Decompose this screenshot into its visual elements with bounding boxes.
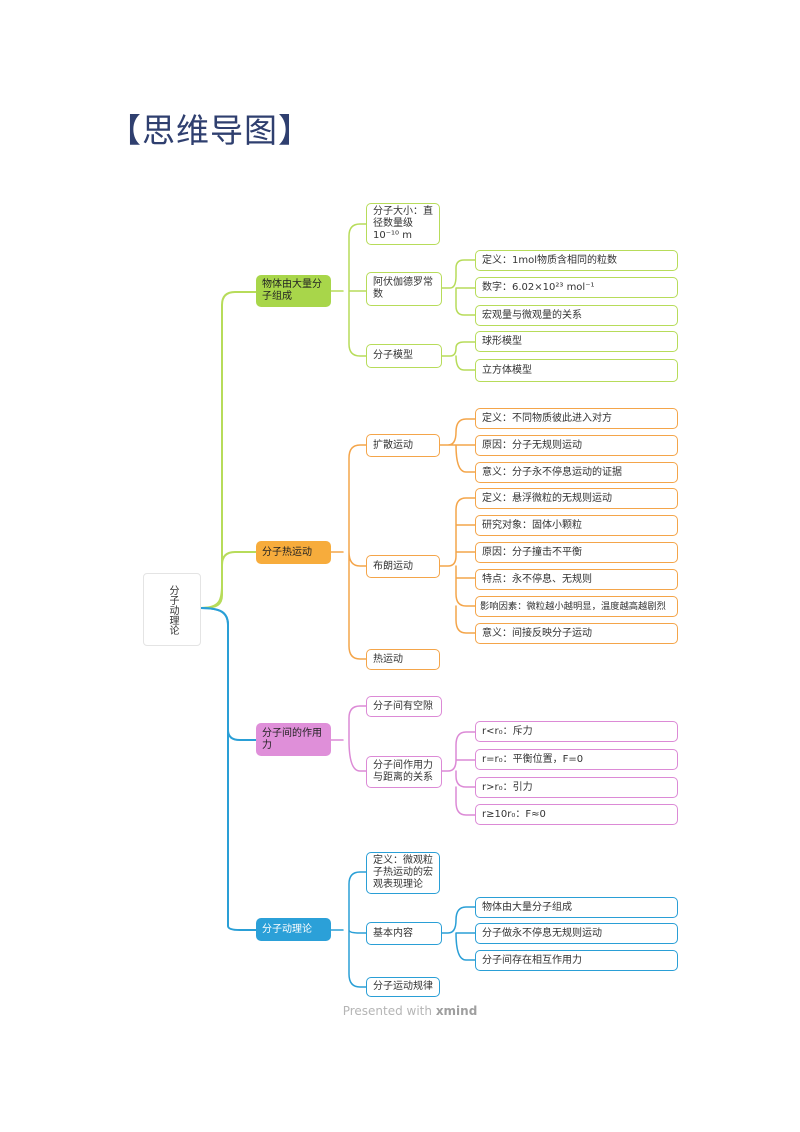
node-diffusion-meaning[interactable]: 意义：分子永不停息运动的证据 (475, 462, 678, 483)
node-content-composition[interactable]: 物体由大量分子组成 (475, 897, 678, 918)
node-brownian-feature[interactable]: 特点：永不停息、无规则 (475, 569, 678, 590)
node-avogadro-number[interactable]: 数字：6.02×10²³ mol⁻¹ (475, 277, 678, 298)
node-brownian-object[interactable]: 研究对象：固体小颗粒 (475, 515, 678, 536)
node-sphere-model[interactable]: 球形模型 (475, 331, 678, 352)
branch-molecules-composition[interactable]: 物体由大量分子组成 (256, 275, 331, 307)
watermark-brand: xmind (435, 1004, 478, 1018)
node-brownian[interactable]: 布朗运动 (366, 555, 440, 578)
node-brownian-factors[interactable]: 影响因素：微粒越小越明显，温度越高越剧烈 (475, 596, 678, 617)
node-content-motion[interactable]: 分子做永不停息无规则运动 (475, 923, 678, 944)
node-thermal[interactable]: 热运动 (366, 649, 440, 670)
branch-intermolecular-force[interactable]: 分子间的作用力 (256, 723, 331, 756)
node-force-repulsion[interactable]: r<r₀：斥力 (475, 721, 678, 742)
branch-thermal-motion[interactable]: 分子热运动 (256, 541, 331, 564)
root-node[interactable]: 分子动理论 (143, 573, 201, 646)
branch-kinetic-theory[interactable]: 分子动理论 (256, 918, 331, 941)
node-content-force[interactable]: 分子间存在相互作用力 (475, 950, 678, 971)
node-molecule-model[interactable]: 分子模型 (366, 344, 442, 368)
node-motion-law[interactable]: 分子运动规律 (366, 977, 440, 997)
watermark: Presented with xmind (342, 1004, 478, 1018)
node-force-attraction[interactable]: r>r₀：引力 (475, 777, 678, 798)
node-diffusion[interactable]: 扩散运动 (366, 434, 440, 457)
node-avogadro-definition[interactable]: 定义：1mol物质含相同的粒数 (475, 250, 678, 271)
node-theory-definition[interactable]: 定义：微观粒子热运动的宏观表现理论 (366, 852, 440, 894)
node-avogadro[interactable]: 阿伏伽德罗常数 (366, 272, 442, 306)
node-cube-model[interactable]: 立方体模型 (475, 359, 678, 382)
node-brownian-cause[interactable]: 原因：分子撞击不平衡 (475, 542, 678, 563)
node-diffusion-cause[interactable]: 原因：分子无规则运动 (475, 435, 678, 456)
node-force-balance[interactable]: r=r₀：平衡位置，F=0 (475, 749, 678, 770)
node-diffusion-definition[interactable]: 定义：不同物质彼此进入对方 (475, 408, 678, 429)
node-brownian-meaning[interactable]: 意义：间接反映分子运动 (475, 623, 678, 644)
node-force-distance[interactable]: 分子间作用力与距离的关系 (366, 756, 442, 788)
page-title: 【思维导图】 (108, 111, 312, 150)
node-basic-content[interactable]: 基本内容 (366, 922, 442, 945)
node-molecule-gap[interactable]: 分子间有空隙 (366, 696, 442, 717)
node-macro-micro-relation[interactable]: 宏观量与微观量的关系 (475, 305, 678, 326)
node-molecule-size[interactable]: 分子大小：直径数量级10⁻¹⁰ m (366, 203, 440, 245)
node-force-zero[interactable]: r≥10r₀：F≈0 (475, 804, 678, 825)
node-brownian-definition[interactable]: 定义：悬浮微粒的无规则运动 (475, 488, 678, 509)
